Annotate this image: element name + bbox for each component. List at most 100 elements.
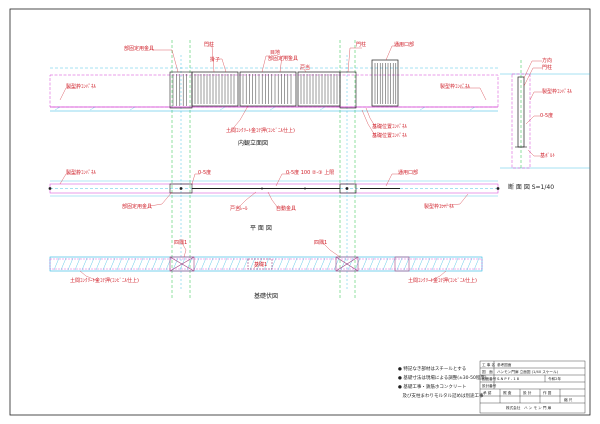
gate-post-right xyxy=(339,71,357,109)
tb-r2-c1: S-N P F - 1 8 xyxy=(497,377,520,381)
hatch-line xyxy=(137,257,144,271)
foundation-leaders xyxy=(79,242,447,282)
hatch-line xyxy=(130,257,137,271)
hatch-line xyxy=(333,257,340,271)
hatch-line xyxy=(109,257,116,271)
foundation-hatch xyxy=(53,257,480,271)
plan-view xyxy=(48,173,500,211)
gate-bars xyxy=(172,63,397,106)
tb-r2-c0: 図面番号 xyxy=(482,377,497,381)
hatch-line xyxy=(207,257,214,271)
hatch-line xyxy=(172,257,179,271)
fd-label-concrete-right: 土間ｺﾝｸﾘｰﾄ金ｺﾃ押(ｺﾝﾋﾞﾆﾙ仕上) xyxy=(408,278,477,284)
label-mortar-left: 製型枠ｺﾝﾊﾟﾈﾙ xyxy=(66,84,97,90)
fd-label-concrete-left: 土間ｺﾝｸﾘｰﾄ金ｺﾃ押(ｺﾝﾋﾞﾆﾙ仕上) xyxy=(70,278,139,284)
hatch-line xyxy=(144,257,151,271)
plan-label-mortar-right: 製型枠ｺﾝﾊﾟﾈﾙ xyxy=(424,204,455,210)
hatch-line xyxy=(445,257,452,271)
hatch-line xyxy=(417,257,424,271)
foundation-footings xyxy=(169,256,410,272)
plan-label-opening: 通用口部 xyxy=(398,170,419,176)
section-view xyxy=(500,60,590,170)
plan-label-dim-b: 0-5度 100 ②-③ 上限 xyxy=(286,170,335,176)
hatch-line xyxy=(382,257,389,271)
hatch-line xyxy=(319,257,326,271)
centerlines-cyan xyxy=(180,55,348,290)
gate-leaf-1 xyxy=(191,71,239,107)
hatch-line xyxy=(158,257,165,271)
label-vent-1: 基礎位置ｺﾝﾊﾟﾈﾙ xyxy=(372,124,408,130)
hatch-line xyxy=(74,257,81,271)
label-stopper: 戸当 xyxy=(300,65,311,71)
sec-label-b: 門柱 xyxy=(542,65,553,71)
label-guard: 目地 xyxy=(270,50,281,56)
note-3: ● 基礎工事・鉄筋ホコンクリート xyxy=(398,385,467,390)
hatch-line xyxy=(277,257,284,271)
tb-r1-c0: 図 面 xyxy=(482,370,493,374)
plan-leaders xyxy=(59,173,469,211)
gate-post-left xyxy=(169,71,193,109)
plan-label-mortar-left: 製型枠ｺﾝﾊﾟﾈﾙ xyxy=(66,170,97,176)
tb-r4-c2: 設 計 xyxy=(523,391,532,395)
hatch-line xyxy=(67,257,74,271)
hatch-line xyxy=(438,257,445,271)
fd-label-mid: 基礎1 xyxy=(254,262,268,268)
tb-r0-c1: 参考図面 xyxy=(497,363,512,367)
foundation-view xyxy=(49,242,483,282)
label-vent-2: 基礎位置ｺﾝﾊﾟﾈﾙ xyxy=(372,133,408,139)
hatch-line xyxy=(340,257,347,271)
tb-r4-c1: 照 査 xyxy=(503,391,512,395)
hatch-line xyxy=(53,257,60,271)
hatch-line xyxy=(424,257,431,271)
tb-r3-c0: 設計番号 xyxy=(482,384,497,388)
tb-r1-c1: ハンモン門扉 立面図 (1/40 スケール) xyxy=(497,370,559,374)
note-2: ● 基礎寸法は現場による調整(±30-50程度) xyxy=(398,376,487,381)
hatch-line xyxy=(263,257,270,271)
hatch-line xyxy=(410,257,417,271)
label-bracket-left: 部固定用金具 xyxy=(124,46,155,52)
hatch-line xyxy=(459,257,466,271)
sheet-border xyxy=(9,8,591,416)
hatch-line xyxy=(116,257,123,271)
hatch-line xyxy=(193,257,200,271)
label-mortar-right: 製型枠ｺﾝﾊﾟﾈﾙ xyxy=(440,84,471,90)
elevation-title: 内観立面図 xyxy=(238,140,269,147)
label-opening: 通用口部 xyxy=(394,42,415,48)
hatch-line xyxy=(60,257,67,271)
hatch-line xyxy=(228,257,235,271)
hatch-line xyxy=(186,257,193,271)
hatch-line xyxy=(431,257,438,271)
label-gate-post-right: 門柱 xyxy=(356,42,367,48)
hatch-line xyxy=(354,257,361,271)
section-leaders xyxy=(523,60,542,157)
wicket-door xyxy=(371,59,399,107)
label-bracket-mid: 部固定用金具 xyxy=(268,56,299,62)
tb-r2-c2: 令和2年 xyxy=(548,377,562,381)
hatch-line xyxy=(88,257,95,271)
sec-label-c: 製型枠ｺﾝﾊﾟﾈﾙ xyxy=(542,89,573,95)
plan-label-fix: 自動金具 xyxy=(276,206,297,212)
plan-label-dim-a: 0-5度 xyxy=(198,170,212,176)
label-latch: 掛子 xyxy=(210,57,221,63)
fd-label-right-tag: 四隅1 xyxy=(314,240,328,246)
title-block xyxy=(479,360,586,414)
foundation-title: 基礎伏図 xyxy=(254,293,279,300)
sec-label-a: 方向 xyxy=(542,58,553,64)
hatch-line xyxy=(312,257,319,271)
elevation-ground-band xyxy=(49,74,499,108)
elevation-view xyxy=(49,45,499,138)
elevation-pavement-hatch xyxy=(54,106,476,111)
hatch-line xyxy=(200,257,207,271)
tb-r4-c3: 作 図 xyxy=(543,391,552,395)
hatch-line xyxy=(389,257,396,271)
plan-label-bracket: 部固定用金具 xyxy=(122,204,153,210)
elevation-leaders xyxy=(59,45,487,138)
tb-r0-c0: 工 事 名 xyxy=(482,363,496,367)
hatch-line xyxy=(305,257,312,271)
sec-label-e: 基ﾎﾞﾙﾄ xyxy=(540,153,556,159)
section-title: 断 面 図 S=1/40 xyxy=(508,184,555,191)
hatch-line xyxy=(368,257,375,271)
hatch-line xyxy=(347,257,354,271)
hatch-line xyxy=(291,257,298,271)
